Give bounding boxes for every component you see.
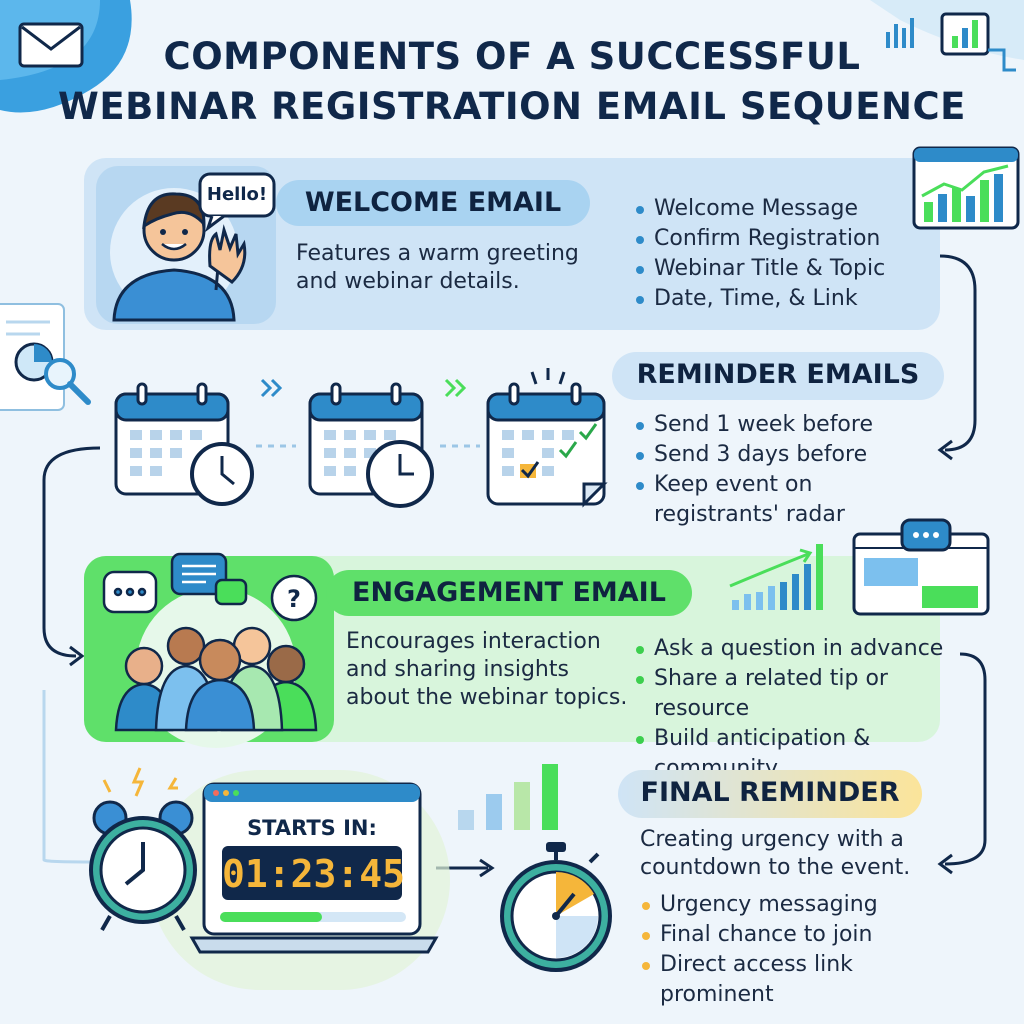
list-item: Date, Time, & Link [634, 284, 934, 314]
title-line-1: COMPONENTS OF A SUCCESSFUL [163, 35, 861, 78]
calendar-clock-icon [114, 382, 254, 506]
laptop-countdown-icon [189, 782, 439, 954]
welcome-heading: WELCOME EMAIL [276, 180, 590, 226]
svg-text:?: ? [287, 585, 301, 613]
list-item: Welcome Message [634, 194, 934, 224]
list-item: Urgency messaging [640, 890, 970, 920]
chat-window-icon [852, 518, 990, 616]
engagement-description: Encourages interaction and sharing insig… [346, 629, 628, 710]
bar-chart-icon [729, 544, 823, 610]
welcome-description: Features a warm greeting and webinar det… [296, 241, 579, 294]
list-item: Send 1 week before [634, 410, 894, 440]
bar-chart-icon [886, 12, 1016, 72]
final-heading: FINAL REMINDER [618, 770, 922, 818]
bar-chart-icon [458, 764, 558, 830]
calendar-check-icon [486, 368, 608, 508]
list-item: Send 3 days before [634, 440, 894, 470]
waving-person-icon [110, 188, 247, 322]
list-item: Share a related tip or resource [634, 664, 974, 724]
stopwatch-icon [500, 842, 612, 972]
reminder-bullet-list: Send 1 week before Send 3 days before Ke… [634, 410, 894, 530]
engagement-bullet-list: Ask a question in advance Share a relate… [634, 634, 974, 784]
magnifier-icon [0, 303, 91, 411]
list-item: Ask a question in advance [634, 634, 974, 664]
speech-bubble-icon [198, 172, 276, 233]
reminder-heading: REMINDER EMAILS [612, 352, 944, 400]
list-item: Confirm Registration [634, 224, 934, 254]
page-title: COMPONENTS OF A SUCCESSFUL WEBINAR REGIS… [0, 32, 1024, 132]
starts-in-label: STARTS IN: [247, 816, 377, 840]
final-description: Creating urgency with a countdown to the… [640, 827, 911, 880]
alarm-clock-icon [89, 767, 197, 931]
envelope-icon [18, 22, 84, 68]
analytics-window-icon [912, 146, 1020, 230]
people-group-icon: ? [102, 552, 318, 748]
list-item: Direct access link prominent [640, 950, 970, 1010]
speech-bubble-text: Hello! [206, 184, 268, 205]
list-item: Final chance to join [640, 920, 970, 950]
list-item: Webinar Title & Topic [634, 254, 934, 284]
welcome-bullet-list: Welcome Message Confirm Registration Web… [634, 194, 934, 314]
title-line-2: WEBINAR REGISTRATION EMAIL SEQUENCE [58, 85, 966, 128]
list-item: Keep event on registrants' radar [634, 470, 894, 530]
engagement-heading: ENGAGEMENT EMAIL [326, 570, 692, 616]
final-bullet-list: Urgency messaging Final chance to join D… [640, 890, 970, 1010]
countdown-timer: 01:23:45 [222, 852, 406, 896]
calendar-clock-icon [308, 382, 434, 508]
